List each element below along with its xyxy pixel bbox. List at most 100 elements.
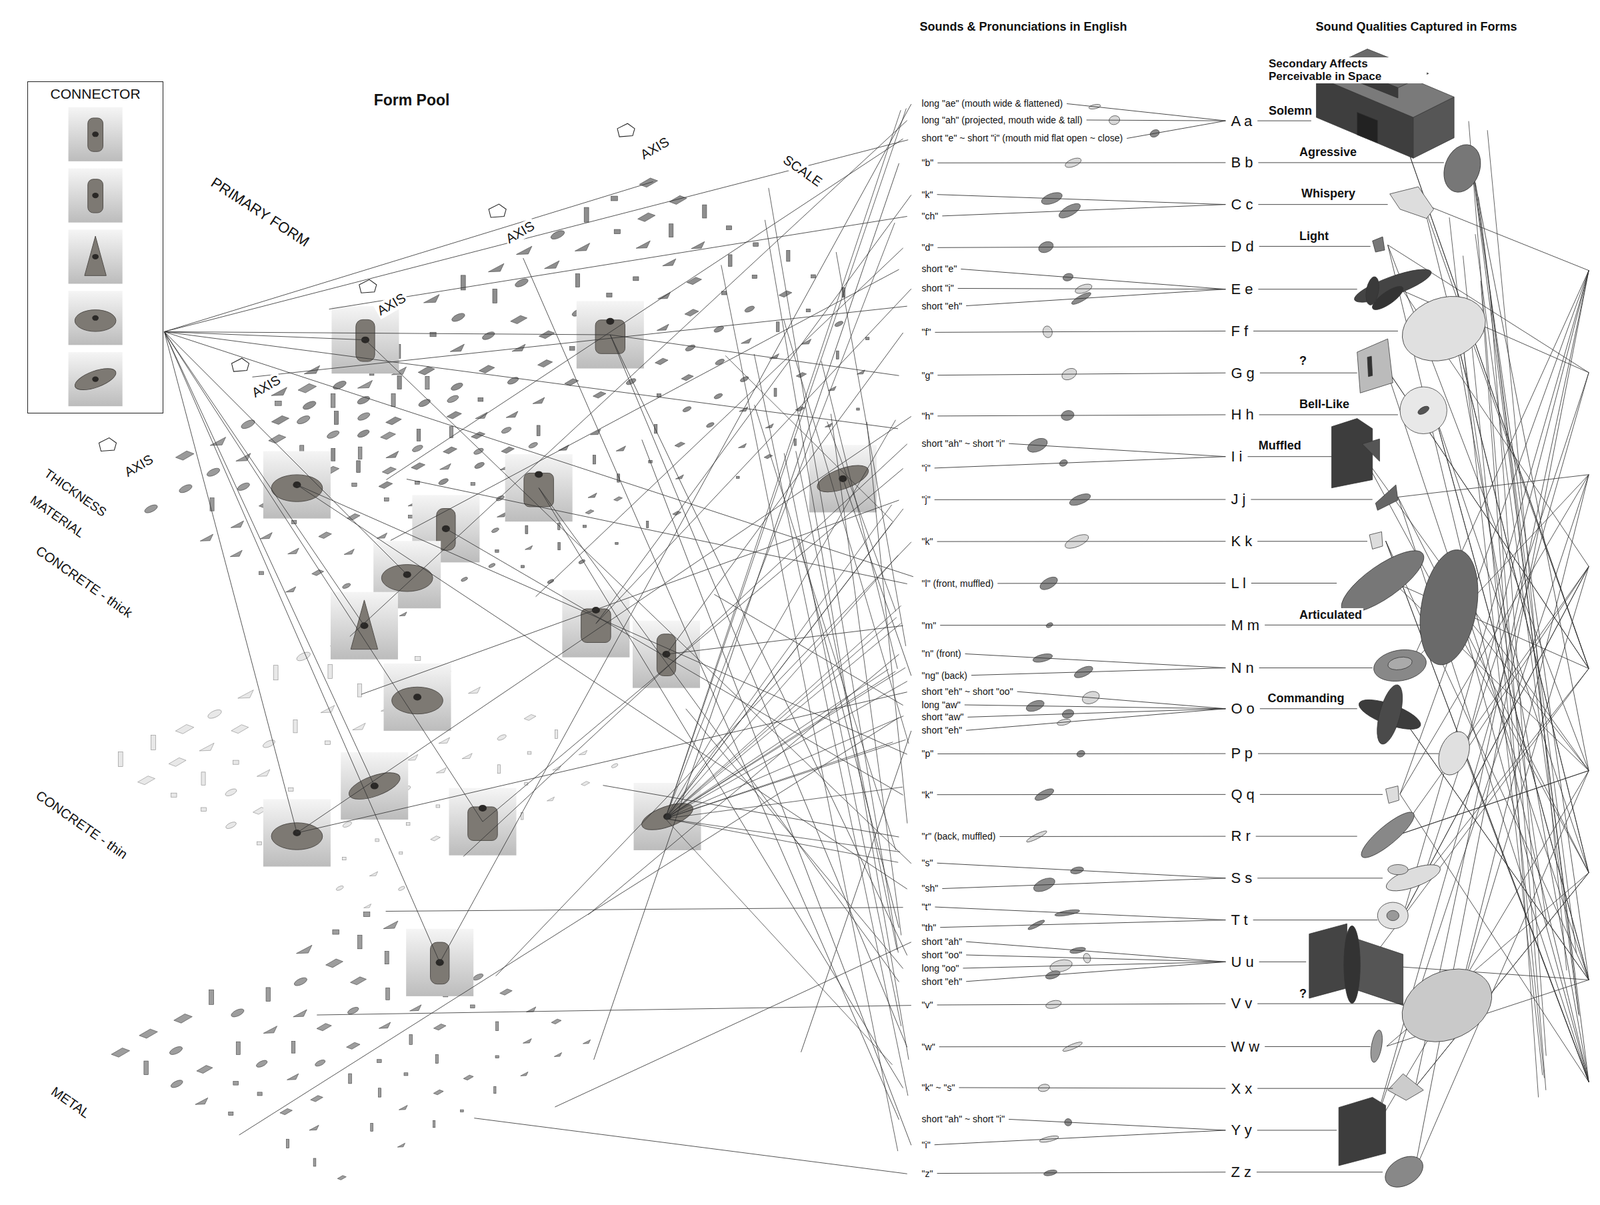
- pool-form: [569, 346, 575, 351]
- leader-line: [1457, 566, 1589, 1005]
- pool-form: [491, 526, 500, 534]
- pool-form: [342, 582, 352, 590]
- letter-label: X x: [1229, 1080, 1254, 1097]
- quality-label: ?: [1298, 986, 1308, 1001]
- pool-form: [139, 1028, 158, 1038]
- pronunciation-label: "i": [920, 1139, 932, 1150]
- leader-line: [1008, 1118, 1226, 1130]
- sound-form: [1309, 923, 1348, 998]
- photo-hole: [413, 693, 422, 700]
- pool-form: [210, 498, 214, 511]
- pool-form: [210, 437, 226, 446]
- pool-form: [435, 1054, 438, 1063]
- pool-form: [318, 532, 332, 539]
- sound-form: [1371, 645, 1429, 685]
- leader-line: [721, 265, 898, 1152]
- sound-form: [1386, 655, 1413, 672]
- pool-form: [236, 481, 251, 492]
- photo-object: [356, 319, 375, 362]
- leader-line: [764, 220, 909, 1060]
- sound-form: [1377, 902, 1408, 929]
- photo-hole: [92, 192, 99, 198]
- pronunciation-label: "ng" (back): [920, 670, 969, 681]
- leader-line: [967, 708, 1226, 718]
- pool-form: [470, 1004, 475, 1008]
- sound-form: [1357, 938, 1404, 1005]
- leader-line: [784, 453, 901, 1026]
- leader-line: [588, 654, 899, 914]
- pool-form: [794, 438, 796, 446]
- pronunciation-label: short "eh": [920, 976, 964, 987]
- pool-form: [592, 454, 596, 464]
- pool-form: [262, 738, 276, 749]
- leader-line: [1253, 330, 1398, 332]
- leader-line: [602, 785, 899, 837]
- leader-line: [1415, 270, 1589, 1087]
- leader-line: [1478, 196, 1580, 1016]
- leader-line: [939, 1046, 1226, 1047]
- photo-object: [74, 310, 116, 332]
- pool-form: [500, 426, 512, 435]
- pool-form: [386, 451, 399, 458]
- axis-label: AXIS: [636, 133, 673, 164]
- pool-form: [236, 453, 251, 462]
- leader-line: [964, 704, 1226, 709]
- pronunciation-label: "k": [920, 536, 935, 547]
- leader-line: [1257, 877, 1383, 878]
- leader-line: [1126, 120, 1226, 138]
- leader-line: [1258, 162, 1444, 163]
- letter-label: R r: [1229, 827, 1252, 844]
- leader-line: [1400, 714, 1589, 980]
- pool-form: [369, 871, 378, 876]
- pool-form: [581, 781, 590, 786]
- pool-form: [658, 292, 671, 299]
- pool-form: [811, 274, 816, 278]
- leader-line: [1400, 714, 1589, 980]
- leader-line: [463, 444, 908, 857]
- pool-form: [544, 260, 560, 269]
- pool-form: [273, 665, 278, 680]
- leader-line: [1386, 540, 1590, 1082]
- quality-label: Secondary Affects Perceivable in Space: [1267, 57, 1427, 84]
- pool-form: [309, 1124, 319, 1130]
- pool-form: [525, 545, 533, 550]
- letter-label: Y y: [1229, 1121, 1253, 1138]
- photo-hole: [92, 131, 99, 137]
- photo-hole: [370, 782, 379, 790]
- pool-form: [266, 987, 270, 1002]
- sound-form: [1416, 404, 1430, 416]
- pool-form: [233, 760, 240, 764]
- pronunciation-label: "n" (front): [920, 648, 963, 659]
- leader-line: [1258, 288, 1357, 290]
- pool-form: [684, 343, 696, 352]
- pool-form: [828, 386, 836, 390]
- photo-hole: [606, 318, 614, 325]
- sound-form: [1383, 859, 1444, 896]
- pool-form: [398, 885, 406, 891]
- leader-line: [1392, 107, 1589, 669]
- leader-line: [1423, 204, 1589, 270]
- axis-label: CONCRETE - thin: [32, 786, 132, 863]
- leader-line: [966, 961, 1226, 981]
- sound-form: [1400, 386, 1447, 434]
- quality-label: Agressive: [1298, 145, 1358, 160]
- sound-form: [1338, 1096, 1386, 1166]
- pool-form: [736, 476, 740, 478]
- pool-form: [228, 1111, 234, 1115]
- pronunciation-label: "t": [920, 901, 933, 912]
- photo-ground: [406, 928, 474, 996]
- pool-form: [302, 399, 318, 411]
- photo-hole: [92, 376, 99, 382]
- pool-form: [199, 742, 214, 751]
- quality-label: Light: [1298, 229, 1330, 244]
- pool-form: [475, 412, 488, 418]
- sound-form: [1386, 910, 1399, 920]
- panel-title: CONNECTOR: [28, 82, 163, 102]
- pool-form: [430, 836, 441, 841]
- leader-line: [361, 500, 900, 694]
- pronunciation-label: "d": [920, 242, 936, 253]
- pool-form: [593, 391, 606, 398]
- axis-symbol: [231, 358, 249, 372]
- pool-form: [143, 503, 159, 515]
- leader-line: [796, 450, 898, 950]
